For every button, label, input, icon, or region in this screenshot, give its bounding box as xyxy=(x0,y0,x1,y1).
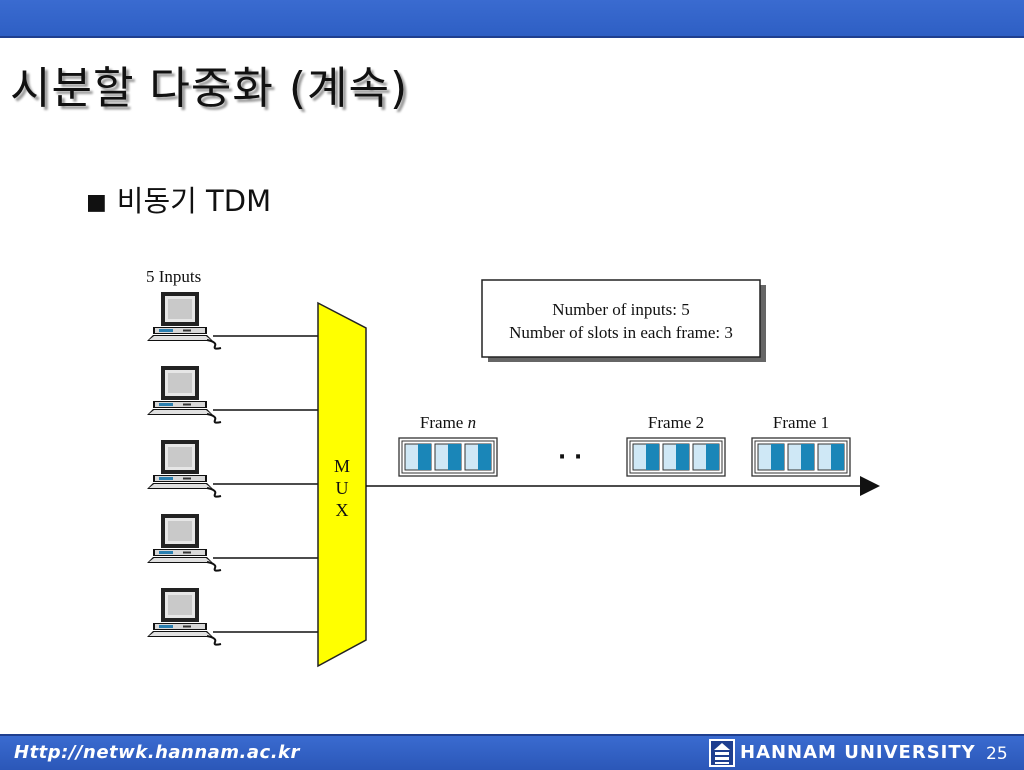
frame: Frame n xyxy=(398,413,498,477)
input-computer-icon xyxy=(146,365,222,424)
footer-url-link[interactable]: Http://netwk.hannam.ac.kr xyxy=(14,742,300,763)
header-bar xyxy=(0,0,1024,38)
input-computer-icon xyxy=(146,513,222,572)
mux-letter: M xyxy=(334,456,350,476)
info-box: Number of inputs: 5 Number of slots in e… xyxy=(481,279,766,362)
frame: Frame 2 xyxy=(626,413,726,477)
hannam-university-logo-icon xyxy=(709,739,735,767)
bullet-square-icon: ■ xyxy=(86,190,107,215)
slide-title: 시분할 다중화 (계속) xyxy=(10,63,409,114)
footer-bar: Http://netwk.hannam.ac.kr HANNAM UNIVERS… xyxy=(0,734,1024,770)
input-computer-icon xyxy=(146,291,222,350)
input-computers xyxy=(146,291,222,646)
frame-label: Frame 2 xyxy=(648,413,704,432)
info-line-inputs: Number of inputs: 5 xyxy=(552,300,689,319)
input-computer-icon xyxy=(146,439,222,498)
mux-letter: X xyxy=(336,500,349,520)
frame-label: Frame n xyxy=(420,413,476,432)
university-name: HANNAM UNIVERSITY xyxy=(740,742,976,763)
info-line-slots: Number of slots in each frame: 3 xyxy=(509,323,733,342)
output-arrowhead-icon xyxy=(860,476,880,496)
frames-ellipsis: · · xyxy=(558,445,582,470)
mux-letter: U xyxy=(336,478,349,498)
frame-label: Frame 1 xyxy=(773,413,829,432)
bullet-item: ■ 비동기 TDM xyxy=(86,178,271,220)
input-lines xyxy=(213,335,318,633)
frames-group: Frame n Frame 2 Frame 1 xyxy=(398,413,851,477)
inputs-label: 5 Inputs xyxy=(146,267,201,286)
page-number: 25 xyxy=(986,744,1008,764)
frame: Frame 1 xyxy=(751,413,851,477)
mux-label: MUX xyxy=(334,456,350,520)
mux-block xyxy=(317,301,367,668)
bullet-text: 비동기 TDM xyxy=(116,184,272,218)
input-computer-icon xyxy=(146,587,222,646)
